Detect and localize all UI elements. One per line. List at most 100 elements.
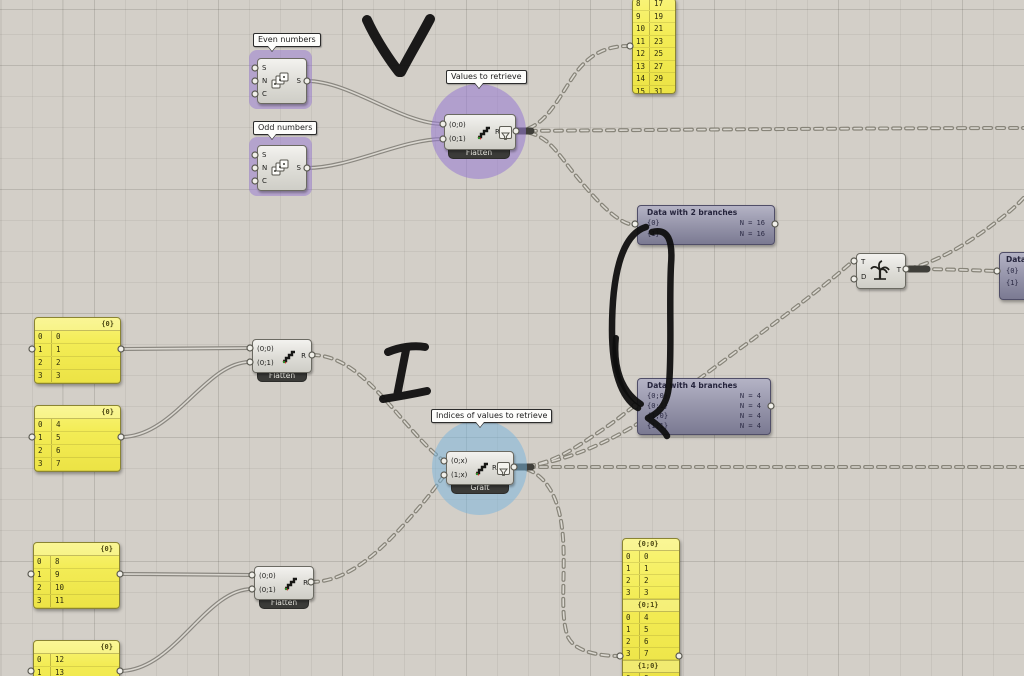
grip[interactable]: [771, 220, 779, 228]
grip[interactable]: [251, 77, 259, 85]
grip[interactable]: [626, 42, 634, 50]
wire-panel-b2-to-flatten[interactable]: [118, 587, 254, 673]
grip[interactable]: [251, 90, 259, 98]
wire-flatten-to-top-panel[interactable]: [514, 44, 630, 133]
grip[interactable]: [28, 345, 36, 353]
wire-flattenbottom-to-graft[interactable]: [309, 474, 446, 584]
filter-badge-icon[interactable]: [499, 126, 512, 140]
wire-graft-to-trim[interactable]: [512, 259, 855, 469]
output-s-label[interactable]: S: [296, 77, 301, 85]
wire-flattenmid-to-graft[interactable]: [310, 353, 446, 463]
flatten-bottom-component[interactable]: (0;0) (0;1) R: [254, 566, 314, 600]
flatten-output-r[interactable]: R: [303, 579, 308, 587]
viewer-title: Data with 4 branches: [647, 381, 738, 390]
balloon-indices-of-values[interactable]: Indices of values to retrieve: [431, 409, 553, 427]
grip[interactable]: [440, 457, 448, 465]
grip[interactable]: [248, 585, 256, 593]
grip[interactable]: [902, 265, 910, 273]
viewer-row: {0;1}N = 4: [647, 402, 761, 410]
grip[interactable]: [512, 127, 520, 135]
flatten-input-1[interactable]: (0;1): [449, 135, 466, 143]
input-n-label[interactable]: N: [262, 164, 268, 172]
grip[interactable]: [116, 570, 124, 578]
grip[interactable]: [510, 463, 518, 471]
grip[interactable]: [251, 64, 259, 72]
viewer-row: {1}: [1006, 279, 1019, 287]
wire-flatten-to-data2[interactable]: [514, 129, 635, 227]
grip[interactable]: [850, 275, 858, 283]
data-right-viewer[interactable]: Data {0} {1}: [999, 252, 1024, 300]
grip[interactable]: [308, 351, 316, 359]
input-c-label[interactable]: C: [262, 90, 267, 98]
grip[interactable]: [303, 164, 311, 172]
grip[interactable]: [246, 358, 254, 366]
flatten-input-0[interactable]: (0;0): [259, 572, 276, 580]
flatten-mid-caption: Flatten: [257, 371, 307, 382]
graft-output-r[interactable]: R: [492, 464, 497, 472]
panel-path-header: {0;0}: [623, 539, 679, 551]
trim-input-d[interactable]: D: [861, 273, 867, 281]
series-even-component[interactable]: S N C S: [257, 58, 307, 104]
grip[interactable]: [116, 667, 124, 675]
grip[interactable]: [993, 267, 1001, 275]
flatten-top-component[interactable]: (0;0) (0;1) R: [444, 114, 516, 150]
graft-input-0[interactable]: (0;x): [451, 457, 468, 465]
grip[interactable]: [675, 652, 683, 660]
grip[interactable]: [117, 433, 125, 441]
balloon-even-numbers[interactable]: Even numbers: [253, 33, 321, 51]
grip[interactable]: [850, 257, 858, 265]
flatten-input-1[interactable]: (0;1): [257, 359, 274, 367]
balloon-odd-numbers[interactable]: Odd numbers: [253, 121, 318, 139]
grip[interactable]: [439, 120, 447, 128]
grip[interactable]: [117, 345, 125, 353]
panel-path-header: {0}: [35, 406, 120, 419]
input-s-label[interactable]: S: [262, 151, 267, 159]
grip[interactable]: [307, 578, 315, 586]
grip[interactable]: [616, 652, 624, 660]
grip[interactable]: [27, 570, 35, 578]
graft-input-1[interactable]: (1;x): [451, 471, 468, 479]
series-odd-component[interactable]: S N C S: [257, 145, 307, 191]
trim-tree-component[interactable]: T D T: [856, 253, 906, 289]
grip[interactable]: [440, 471, 448, 479]
grip[interactable]: [251, 177, 259, 185]
grip[interactable]: [631, 220, 639, 228]
grip[interactable]: [251, 164, 259, 172]
grip[interactable]: [28, 433, 36, 441]
flatten-output-r[interactable]: R: [301, 352, 306, 360]
wire-panel-a2-to-flatten[interactable]: [119, 360, 252, 439]
trim-output-t[interactable]: T: [896, 266, 901, 274]
input-n-label[interactable]: N: [262, 77, 268, 85]
flatten-input-1[interactable]: (0;1): [259, 586, 276, 594]
grip[interactable]: [27, 667, 35, 675]
balloon-values-to-retrieve[interactable]: Values to retrieve: [446, 70, 527, 88]
trim-input-t[interactable]: T: [861, 258, 866, 266]
output-s-label[interactable]: S: [296, 164, 301, 172]
flatten-mid-component[interactable]: (0;0) (0;1) R: [252, 339, 312, 373]
grip[interactable]: [439, 135, 447, 143]
grip[interactable]: [248, 571, 256, 579]
grip[interactable]: [246, 344, 254, 352]
flatten-input-0[interactable]: (0;0): [449, 121, 466, 129]
wire-graft-to-bottom-panel[interactable]: [512, 465, 621, 658]
flatten-input-0[interactable]: (0;0): [257, 345, 274, 353]
filter-badge-icon[interactable]: [497, 462, 510, 476]
series-icon: [271, 159, 289, 176]
flatten-output-r[interactable]: R: [495, 128, 500, 136]
grip[interactable]: [251, 151, 259, 159]
marker-loop-left: [608, 223, 650, 412]
data-two-branches-viewer[interactable]: Data with 2 branches {0}N = 16 {1}N = 16: [637, 205, 775, 245]
grip[interactable]: [303, 77, 311, 85]
grip[interactable]: [767, 402, 775, 410]
graft-component[interactable]: (0;x) (1;x) R: [446, 451, 514, 485]
input-c-label[interactable]: C: [262, 177, 267, 185]
input-s-label[interactable]: S: [262, 64, 267, 72]
